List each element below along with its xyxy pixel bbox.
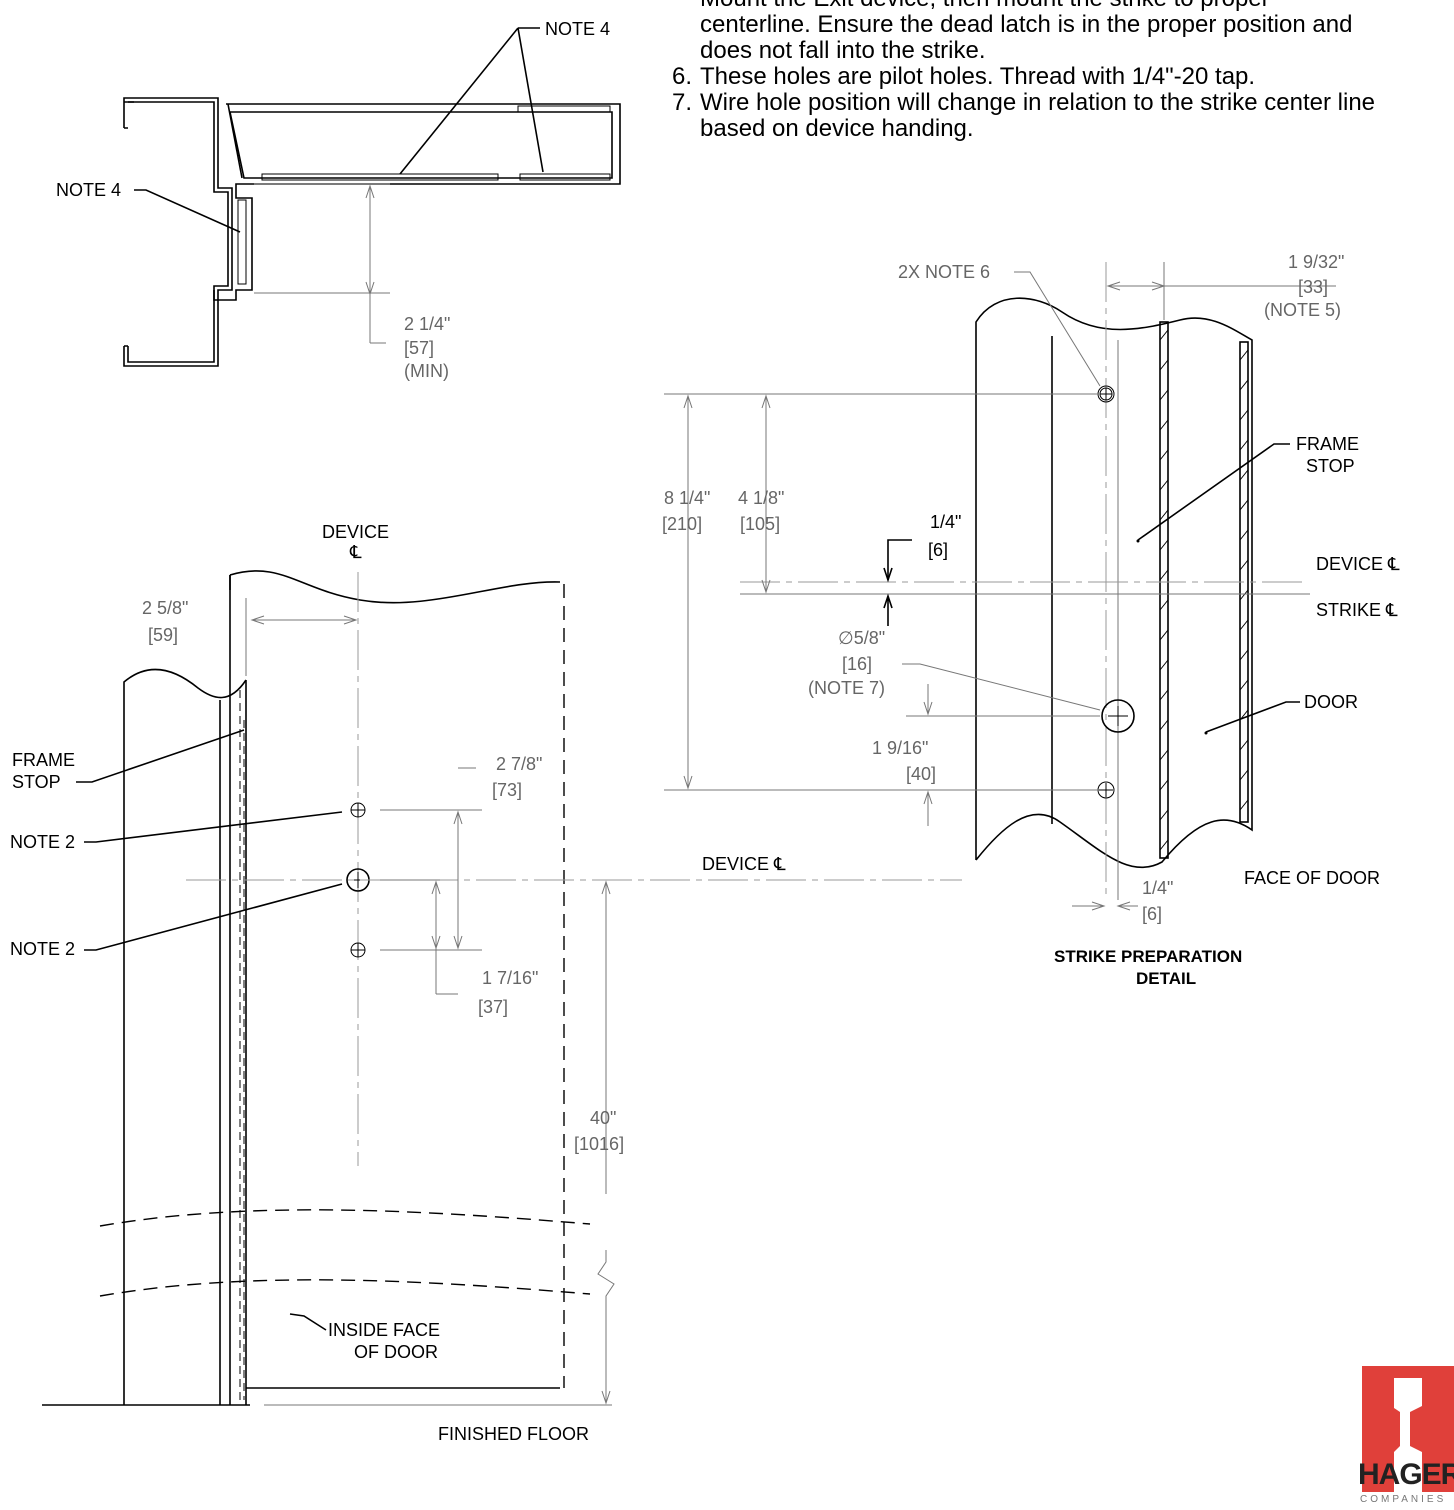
dim-1932-imperial: 1 9/32" [1288,252,1344,272]
note-7-line-2: based on device handing. [700,115,974,142]
note-5-line-2: centerline. Ensure the dead latch is in … [700,11,1353,38]
note2-a-label: NOTE 2 [10,832,75,852]
hager-logo: HAGER COMPANIES [1358,1366,1454,1510]
strike-frame-stop-1: FRAME [1296,434,1359,454]
elevation-hole-top [350,802,366,818]
strike-door-label: DOOR [1304,692,1358,712]
hager-logo-word: HAGER [1358,1458,1454,1491]
face-of-door-label: FACE OF DOOR [1244,868,1380,888]
section-dim-note: (MIN) [404,361,449,381]
strike-hole-wire [1101,699,1135,733]
elevation-hole-bottom [350,942,366,958]
strike-detail-view: 1 9/32" [33] (NOTE 5) 2X NOTE 6 8 1/4" [… [662,252,1400,988]
elev-frame-stop-1: FRAME [12,750,75,770]
device-label: DEVICE [322,522,389,542]
strike-cl-label: STRIKE ℄ [1316,600,1398,620]
strike-hole-bottom [1097,781,1115,799]
dim-40-metric: [1016] [574,1134,624,1154]
strike-hole-top [1097,385,1115,403]
section-dim-imperial: 2 1/4" [404,314,450,334]
dim-278-imperial: 2 7/8" [496,754,542,774]
dim-1932-note: (NOTE 5) [1264,300,1341,320]
dim-418-metric: [105] [740,514,780,534]
dim-259-imperial: 2 5/8" [142,598,188,618]
dim-1916-imperial: 1 9/16" [872,738,928,758]
inside-face-2: OF DOOR [354,1342,438,1362]
note-6-number: 6. [672,63,693,90]
note4-top-label: NOTE 4 [545,19,610,39]
dim-1716-metric: [37] [478,997,508,1017]
device-cl-symbol: ℄ [349,542,362,562]
note6-label: 2X NOTE 6 [898,262,990,282]
note-5-line-3: does not fall into the strike. [700,37,986,64]
dim-814-imperial: 8 1/4" [664,488,710,508]
dim-14b-metric: [6] [1142,904,1162,924]
dim-1716-imperial: 1 7/16" [482,968,538,988]
strike-device-cl-label: DEVICE ℄ [1316,554,1400,574]
dim-259-metric: [59] [148,625,178,645]
strike-frame-stop-2: STOP [1306,456,1355,476]
note2-b-label: NOTE 2 [10,939,75,959]
dia-label: ∅5/8" [838,628,885,648]
dim-278-metric: [73] [492,780,522,800]
dim-1916-metric: [40] [906,764,936,784]
hager-logo-mark [1362,1366,1454,1492]
dim-814-metric: [210] [662,514,702,534]
finished-floor-label: FINISHED FLOOR [438,1424,589,1444]
note-6-text: These holes are pilot holes. Thread with… [700,63,1256,90]
dim-418-imperial: 4 1/8" [738,488,784,508]
note-6: 6. These holes are pilot holes. Thread wi… [672,64,1452,90]
device-cl-label: DEVICE ℄ [702,854,786,874]
dim-14b-imperial: 1/4" [1142,878,1173,898]
hager-logo-shape [1362,1366,1454,1492]
door-elevation-view: 2 5/8" [59] DEVICE ℄ DEVICE ℄ 2 7/8" [73… [10,522,962,1444]
dia-metric: [16] [842,654,872,674]
hager-logo-sub: COMPANIES [1360,1494,1447,1505]
frame-section-view: 2 1/4" [57] (MIN) NOTE 4 NOTE 4 [56,19,621,381]
strike-title-1: STRIKE PREPARATION [1054,947,1242,966]
note-7-number: 7. [672,89,693,116]
note-7-text: Wire hole position will change in relati… [700,89,1376,116]
elev-frame-stop-2: STOP [12,772,61,792]
installation-notes: Mount the Exit device, then mount the st… [672,0,1452,142]
strike-title-2: DETAIL [1136,969,1196,988]
dim-14-imperial: 1/4" [930,512,961,532]
inside-face-1: INSIDE FACE [328,1320,440,1340]
note4-left-label: NOTE 4 [56,180,121,200]
dim-1932-metric: [33] [1298,277,1328,297]
section-dim-metric: [57] [404,338,434,358]
dim-40-imperial: 40" [590,1108,616,1128]
note-5-line-1: Mount the Exit device, then mount the st… [672,0,1452,12]
note-7: 7. Wire hole position will change in rela… [672,90,1452,116]
dia-note: (NOTE 7) [808,678,885,698]
dim-14-metric: [6] [928,540,948,560]
